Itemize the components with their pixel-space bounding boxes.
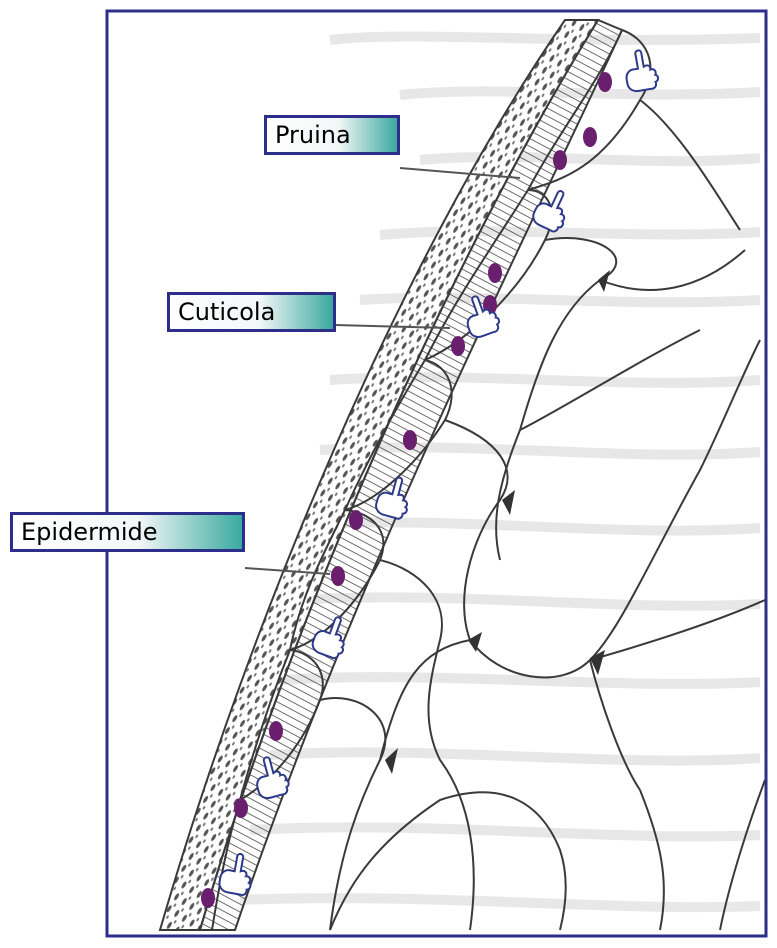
purple-dot-marker [488, 263, 502, 283]
purple-dot-marker [269, 721, 283, 741]
label-epidermide: Epidermide [10, 512, 245, 552]
label-pruina: Pruina [264, 115, 400, 155]
purple-dot-marker [598, 72, 612, 92]
purple-dot-marker [201, 888, 215, 908]
purple-dot-marker [451, 336, 465, 356]
label-cuticola: Cuticola [167, 292, 336, 332]
purple-dot-marker [583, 127, 597, 147]
purple-dot-marker [331, 566, 345, 586]
pointing-hand-icon [622, 48, 660, 93]
purple-dot-marker [234, 798, 248, 818]
purple-dot-marker [553, 150, 567, 170]
purple-dot-marker [403, 430, 417, 450]
purple-dot-marker [349, 510, 363, 530]
